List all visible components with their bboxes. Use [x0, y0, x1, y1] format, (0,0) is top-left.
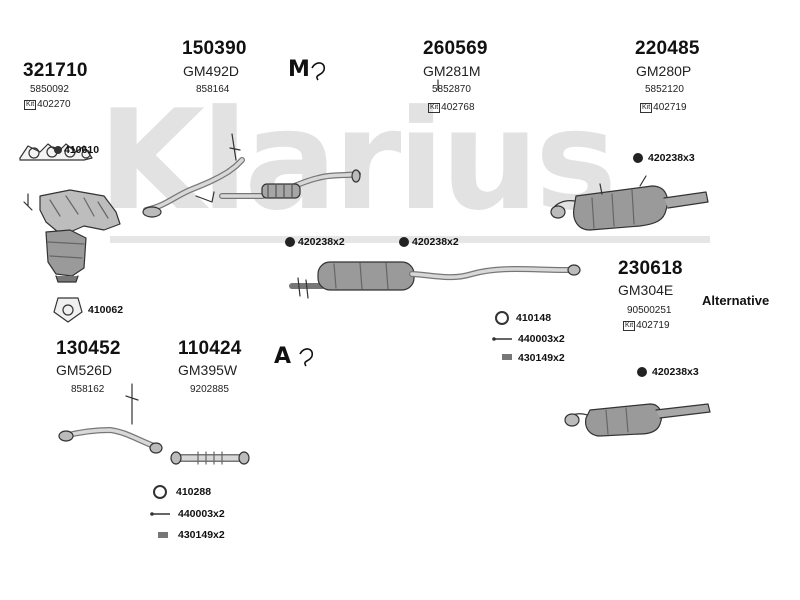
automatic-transmission-icon: A: [274, 344, 292, 369]
clamp-icon: [285, 237, 295, 247]
rear-silencer-icon: [550, 175, 709, 231]
oe-number: 9202885: [190, 384, 229, 395]
accessory-glyphs: [54, 146, 647, 538]
kit-value: 402768: [441, 102, 475, 113]
ring-ref-410288[interactable]: 410288: [176, 486, 212, 498]
ring-gasket-icon: [153, 485, 167, 499]
part-code: GM492D: [183, 63, 240, 79]
gasket-ref-410610[interactable]: 410610: [64, 144, 100, 156]
oe-number: 858162: [71, 384, 105, 395]
oe-number: 858164: [196, 84, 230, 95]
automatic-hook-icon: [299, 348, 314, 367]
catalytic-manifold-icon: [23, 189, 121, 283]
kit-badge: Kit: [640, 103, 653, 113]
spring-ref-mid[interactable]: 430149x2: [518, 352, 565, 364]
part-number-130452[interactable]: 130452: [56, 338, 121, 359]
alternative-silencer-icon: [564, 403, 711, 437]
part-number-110424[interactable]: 110424: [178, 338, 242, 359]
part-number-260569[interactable]: 260569: [423, 38, 488, 59]
part-code: GM280P: [636, 63, 692, 79]
clamp-ref-a[interactable]: 420238x2: [298, 236, 345, 248]
oe-number: 5852120: [645, 84, 684, 95]
manual-transmission-icon: M: [288, 57, 310, 82]
kit-badge: Kit: [428, 103, 441, 113]
part-number-150390[interactable]: 150390: [182, 38, 247, 59]
watermark-underline: [110, 236, 710, 243]
ring-ref-410148[interactable]: 410148: [516, 312, 552, 324]
spring-ref-low[interactable]: 430149x2: [178, 529, 225, 541]
kit-value: 402719: [653, 102, 687, 113]
part-code: GM281M: [423, 63, 481, 79]
lower-front-pipe-icon: [58, 383, 163, 454]
kit-value: 402270: [37, 99, 71, 110]
part-code: GM304E: [618, 282, 674, 298]
part-code: GM395W: [178, 362, 238, 378]
spring-icon: [158, 532, 168, 538]
gasket-ref-410062[interactable]: 410062: [88, 304, 124, 316]
part-number-321710[interactable]: 321710: [23, 60, 88, 81]
ring-gasket-icon: [495, 311, 509, 325]
intermediate-pipe-icon: [289, 261, 581, 299]
clamp-ref-rear[interactable]: 420238x3: [648, 152, 695, 164]
flex-pipe-icon: [170, 451, 250, 465]
oe-number: 5850092: [30, 84, 69, 95]
alternative-label: Alternative: [702, 293, 770, 308]
clamp-icon: [637, 367, 647, 377]
watermark-logo: Klarius: [98, 80, 617, 241]
manual-hook-icon: [311, 62, 326, 81]
bolt-ref-low[interactable]: 440003x2: [178, 508, 225, 520]
transmission-badges: [299, 62, 326, 367]
oe-number: 90500251: [627, 305, 672, 316]
bolt-ref-mid[interactable]: 440003x2: [518, 333, 565, 345]
centre-pipe-icon: [219, 169, 361, 199]
clamp-icon: [633, 153, 643, 163]
oe-number: 5852870: [432, 84, 471, 95]
kit-value: 402719: [636, 320, 670, 331]
clamp-icon: [399, 237, 409, 247]
kit-badge: Kit: [24, 100, 37, 110]
spring-icon: [502, 354, 512, 360]
front-pipe-icon: [142, 133, 245, 218]
part-number-220485[interactable]: 220485: [635, 38, 700, 59]
clamp-ref-b[interactable]: 420238x2: [412, 236, 459, 248]
clamp-ref-alt[interactable]: 420238x3: [652, 366, 699, 378]
clamp-icon: [54, 146, 62, 154]
part-code: GM526D: [56, 362, 113, 378]
part-number-230618[interactable]: 230618: [618, 258, 683, 279]
triangle-gasket-icon: [53, 297, 83, 323]
kit-badge: Kit: [623, 321, 636, 331]
